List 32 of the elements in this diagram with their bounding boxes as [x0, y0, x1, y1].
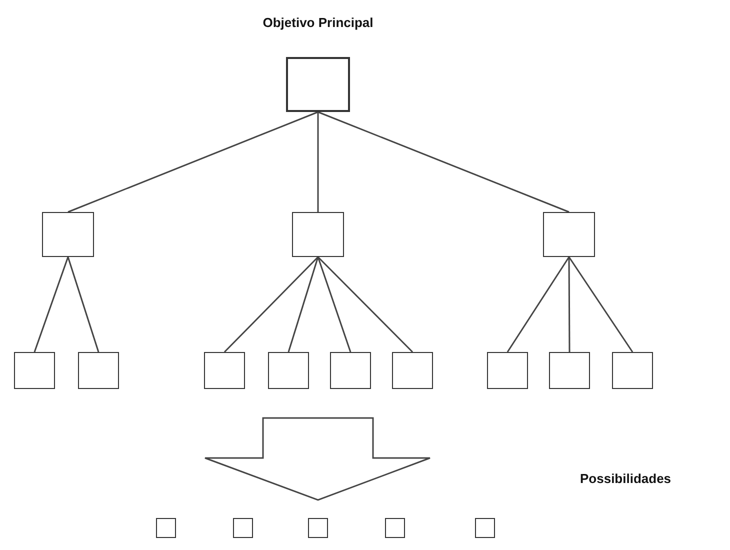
- empty-box: [78, 352, 119, 389]
- connector-line: [568, 256, 634, 352]
- connector-line: [34, 256, 69, 352]
- empty-box: [330, 352, 371, 389]
- connector-line: [68, 111, 318, 213]
- empty-box: [204, 352, 245, 389]
- empty-box: [156, 518, 176, 538]
- empty-box: [549, 352, 590, 389]
- label-text: Objetivo Principal: [262, 15, 374, 30]
- connector-line: [224, 256, 319, 353]
- label-text: Possibilidades: [580, 471, 672, 486]
- connector-line: [317, 256, 414, 353]
- empty-box: [268, 352, 309, 389]
- empty-box: [392, 352, 433, 389]
- empty-box: [385, 518, 405, 538]
- connector-line: [317, 112, 319, 212]
- connector-line: [317, 256, 352, 352]
- empty-box: [487, 352, 528, 389]
- empty-box: [42, 212, 94, 257]
- connector-line: [568, 257, 570, 352]
- empty-box: [475, 518, 495, 538]
- empty-box: [286, 57, 350, 112]
- connector-line: [67, 256, 100, 352]
- empty-box: [14, 352, 55, 389]
- empty-box: [543, 212, 595, 257]
- connector-line: [318, 111, 570, 213]
- empty-box: [292, 212, 344, 257]
- empty-box: [612, 352, 653, 389]
- connector-line: [506, 256, 570, 352]
- empty-box: [233, 518, 253, 538]
- empty-box: [308, 518, 328, 538]
- connector-line: [288, 256, 319, 352]
